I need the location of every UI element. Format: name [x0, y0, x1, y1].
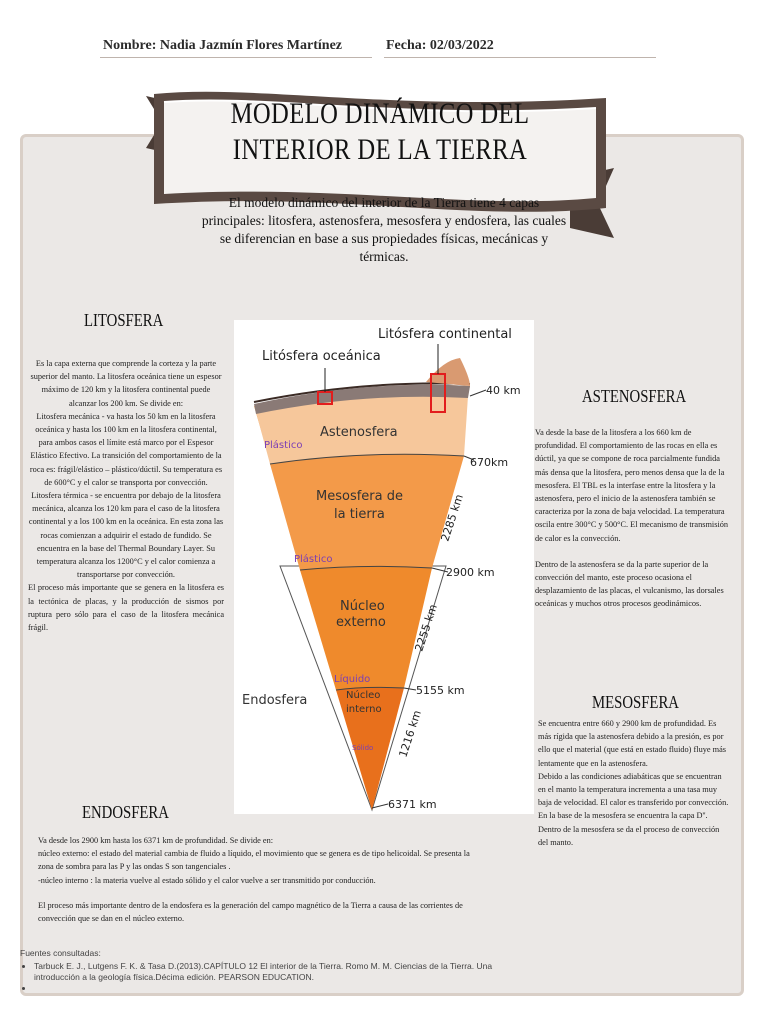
title-line-2: INTERIOR DE LA TIERRA	[232, 133, 528, 166]
nucleo-interno-layer	[336, 687, 404, 810]
sources-heading: Fuentes consultadas:	[20, 948, 101, 958]
astenosfera-p2: Dentro de la astenosfera se da la parte …	[535, 559, 724, 609]
litosfera-p1: Es la capa externa que comprende la cort…	[30, 359, 222, 408]
label-mesosfera-2: la tierra	[334, 507, 385, 522]
litosfera-p3: Litosfera térmica - se encuentra por deb…	[28, 491, 224, 580]
mesosfera-p4: Dentro de la mesosfera se da el proceso …	[538, 824, 720, 847]
name-underline	[100, 57, 372, 58]
astenosfera-text: Va desde la base de la litosfera a los 6…	[535, 426, 731, 611]
title-ribbon	[146, 91, 614, 238]
endosfera-heading: ENDOSFERA	[82, 802, 169, 822]
label-plastico-2: Plástico	[294, 553, 332, 565]
astenosfera-heading: ASTENOSFERA	[582, 386, 687, 406]
mesosfera-p3: En la base de la mesosfera se encuentra …	[538, 811, 708, 821]
label-endosfera: Endosfera	[242, 693, 307, 708]
label-lito-continental: Litósfera continental	[378, 327, 512, 342]
date-underline	[384, 57, 656, 58]
mesosfera-text: Se encuentra entre 660 y 2900 km de prof…	[538, 717, 730, 849]
student-name: Nombre: Nadia Jazmín Flores Martínez	[103, 38, 342, 53]
intro-paragraph: El modelo dinámico del interior de la Ti…	[201, 195, 567, 264]
label-lito-oceanica: Litósfera oceánica	[262, 349, 381, 364]
mesosfera-p2: Debido a las condiciones adiabáticas que…	[538, 771, 729, 808]
date-label: Fecha: 02/03/2022	[386, 38, 494, 53]
label-6371km: 6371 km	[388, 798, 437, 811]
source-item-2	[34, 983, 540, 994]
litosfera-heading: LITOSFERA	[84, 310, 164, 330]
label-mesosfera-1: Mesosfera de	[316, 489, 403, 504]
label-astenosfera: Astenosfera	[320, 425, 398, 440]
mesosfera-p1: Se encuentra entre 660 y 2900 km de prof…	[538, 719, 726, 768]
sources-block: Fuentes consultadas: Tarbuck E. J., Lutg…	[20, 948, 540, 994]
litosfera-layer	[254, 384, 470, 414]
endosfera-p4: El proceso más importante dentro de la e…	[38, 900, 463, 924]
label-670km: 670km	[470, 456, 508, 469]
astenosfera-p1: Va desde la base de la litosfera a los 6…	[535, 428, 729, 543]
astenosfera-layer	[256, 394, 468, 464]
endosfera-p3: -núcleo interno : la materia vuelve al e…	[38, 875, 376, 885]
sources-list: Tarbuck E. J., Lutgens F. K. & Tasa D.(2…	[20, 961, 540, 994]
label-nucleo-int-2: interno	[346, 704, 382, 715]
source-item-1: Tarbuck E. J., Lutgens F. K. & Tasa D.(2…	[34, 961, 540, 983]
label-solido: Sólido	[352, 744, 373, 752]
label-40km: 40 km	[486, 384, 521, 397]
label-2900km: 2900 km	[446, 566, 495, 579]
label-plastico-1: Plástico	[264, 439, 302, 451]
nucleo-externo-layer	[300, 566, 432, 690]
label-liquido: Líquido	[334, 673, 370, 685]
earth-interior-diagram: Litósfera continental Litósfera oceánica…	[234, 320, 534, 814]
litosfera-p2: Litosfera mecánica - va hasta los 50 km …	[29, 411, 223, 487]
mesosfera-heading: MESOSFERA	[592, 692, 679, 712]
endosfera-p2: núcleo externo: el estado del material c…	[38, 849, 470, 872]
continent-shape	[426, 358, 470, 386]
endosfera-p1: Va desde los 2900 km hasta los 6371 km d…	[38, 836, 274, 845]
label-nucleo-ext-1: Núcleo	[340, 599, 385, 614]
title-line-1: MODELO DINÁMICO DEL	[230, 97, 530, 130]
label-nucleo-ext-2: externo	[336, 615, 386, 630]
litosfera-text: Es la capa externa que comprende la cort…	[28, 357, 224, 634]
endosfera-text: Va desde los 2900 km hasta los 6371 km d…	[38, 834, 478, 925]
mesosfera-layer	[270, 454, 464, 570]
page-title: MODELO DINÁMICO DEL INTERIOR DE LA TIERR…	[183, 96, 577, 168]
label-5155km: 5155 km	[416, 684, 465, 697]
litosfera-p4: El proceso más importante que se genera …	[28, 583, 224, 633]
label-nucleo-int-1: Núcleo	[346, 689, 380, 701]
